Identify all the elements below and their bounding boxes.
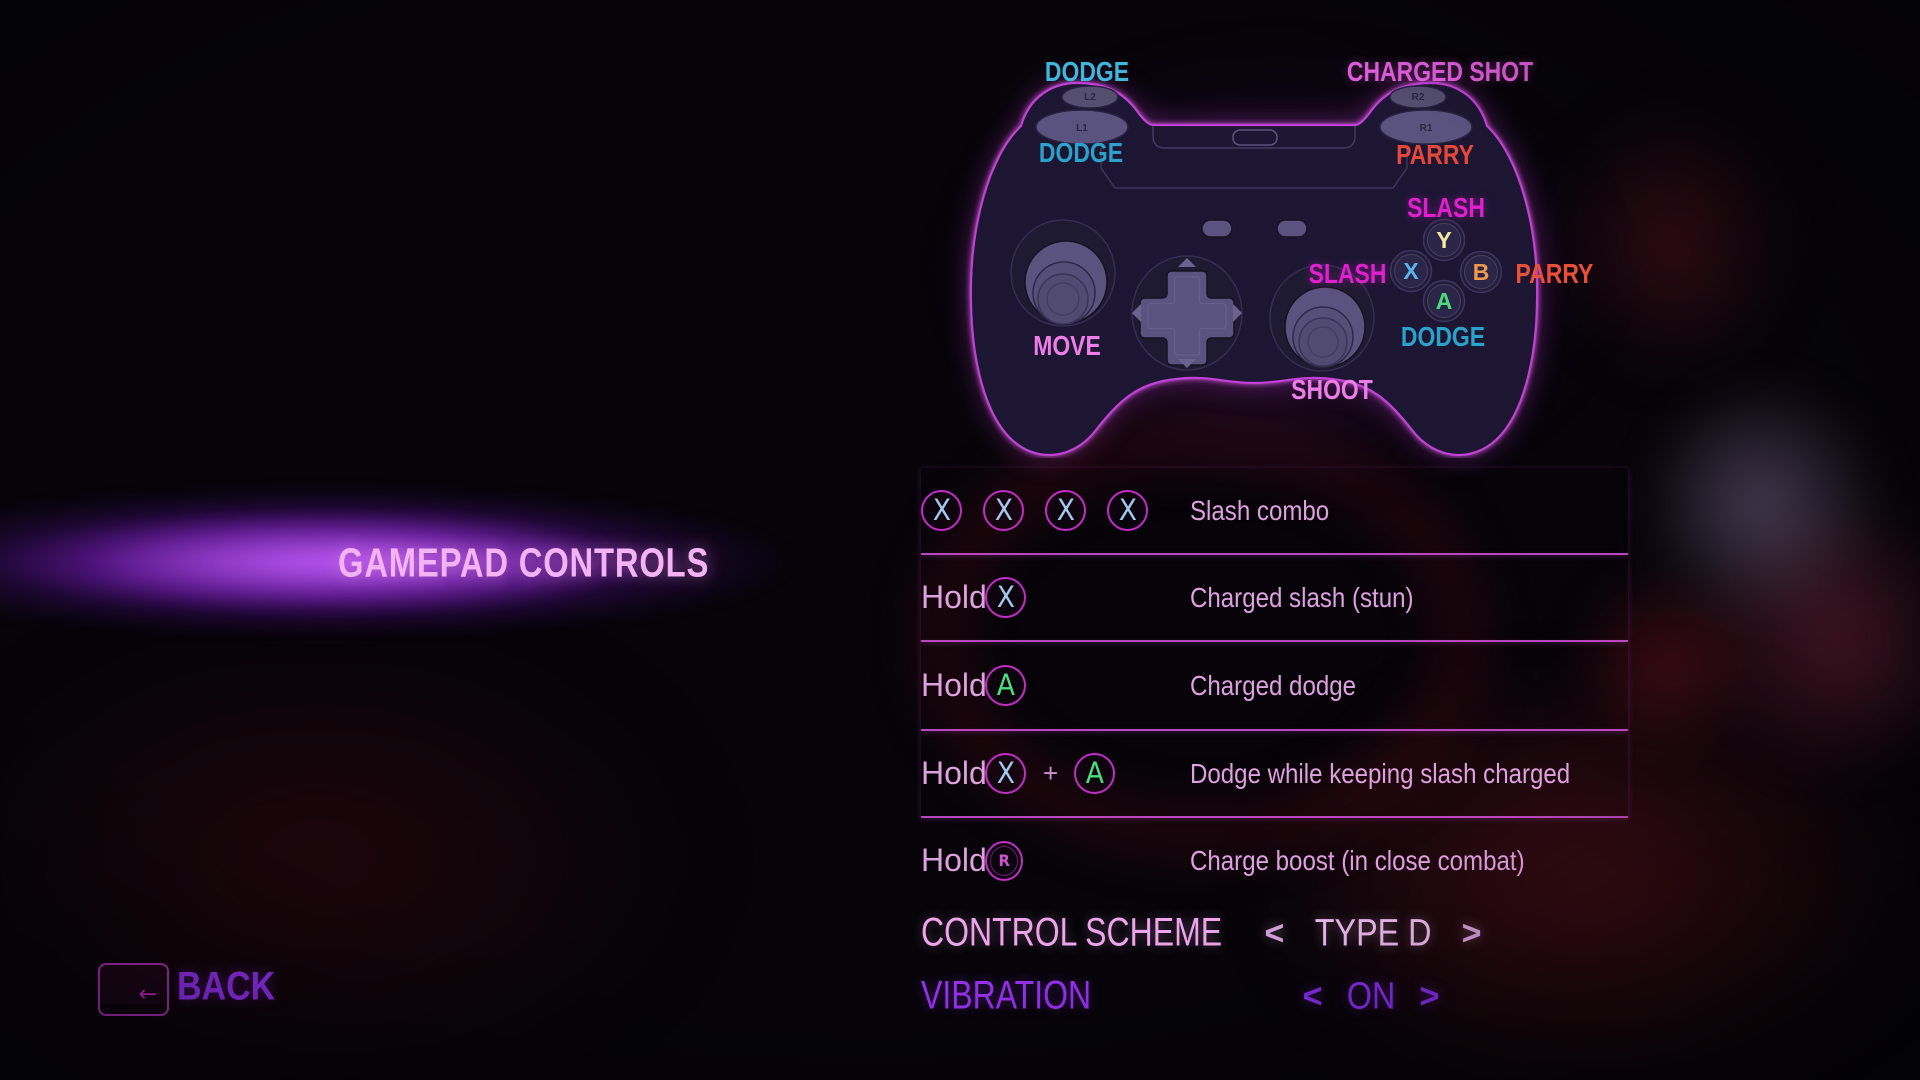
select-button [1201, 219, 1233, 238]
gamepad-diagram: L2 L1 R2 R1 [969, 81, 1539, 457]
a-button-icon: A [985, 665, 1026, 706]
d-pad [1131, 255, 1243, 371]
left-stick [1010, 219, 1116, 327]
vibration-stepper[interactable]: < ON > [1303, 976, 1440, 1019]
x-button-icon: X [1045, 490, 1086, 531]
back-button[interactable]: BACK [177, 964, 276, 1009]
x-button-icon: X [985, 577, 1026, 618]
page-title: GAMEPAD CONTROLS [338, 539, 710, 586]
x-button-icon: X [1107, 490, 1148, 531]
hold-label: Hold [921, 579, 987, 615]
x-button-letter: X [1403, 258, 1419, 284]
b-button-label: PARRY [1515, 258, 1594, 289]
backspace-arrow-icon: ← [138, 982, 157, 1007]
start-button [1276, 219, 1308, 238]
x-button-icon: X [921, 490, 962, 531]
next-arrow-icon[interactable]: > [1461, 914, 1482, 953]
background-art [1530, 70, 1820, 410]
binding-row-charge-boost: Hold R Charge boost (in close combat) [921, 818, 1628, 903]
right-trigger-top-label: CHARGED SHOT [1346, 56, 1534, 87]
binding-row-slash-combo: X X X X Slash combo [921, 468, 1628, 555]
a-button-label: DODGE [1400, 321, 1486, 352]
r-bumper-icon: R [985, 840, 1023, 881]
right-stick-label: SHOOT [1291, 374, 1373, 405]
r1-text: R1 [1420, 123, 1433, 134]
a-button-letter: A [1436, 288, 1453, 314]
bindings-list: X X X X Slash combo Hold X Charged slash… [921, 468, 1628, 903]
x-button-icon: X [983, 490, 1024, 531]
l2-text: L2 [1084, 92, 1096, 103]
plus-joiner: + [1043, 758, 1059, 788]
hold-label: Hold [921, 755, 987, 791]
back-key-icon[interactable]: ← [98, 963, 169, 1016]
binding-description: Charge boost (in close combat) [1190, 844, 1525, 876]
y-button-letter: Y [1436, 227, 1451, 253]
binding-row-charged-slash: Hold X Charged slash (stun) [921, 555, 1628, 642]
binding-row-charged-dodge: Hold A Charged dodge [921, 642, 1628, 731]
left-trigger-top-label: DODGE [1044, 56, 1130, 87]
binding-description: Slash combo [1190, 494, 1330, 526]
prev-arrow-icon[interactable]: < [1302, 977, 1323, 1016]
right-trigger-bottom-label: PARRY [1396, 139, 1474, 170]
l1-text: L1 [1076, 123, 1088, 134]
left-trigger-bottom-label: DODGE [1038, 137, 1124, 168]
left-stick-label: MOVE [1033, 330, 1101, 361]
x-button-label: SLASH [1308, 258, 1387, 289]
binding-description: Charged slash (stun) [1190, 581, 1414, 613]
hold-label: Hold [921, 842, 987, 878]
y-button-label: SLASH [1407, 192, 1485, 223]
a-button-icon: A [1074, 753, 1116, 794]
binding-description: Charged dodge [1190, 669, 1357, 701]
hold-label: Hold [921, 667, 987, 703]
control-scheme-value: TYPE D [1314, 912, 1432, 955]
vibration-label[interactable]: VIBRATION [921, 973, 1092, 1018]
x-button-icon: X [985, 753, 1026, 794]
r2-text: R2 [1412, 92, 1425, 103]
vibration-value: ON [1346, 975, 1396, 1018]
control-scheme-label[interactable]: CONTROL SCHEME [921, 910, 1223, 955]
binding-description: Dodge while keeping slash charged [1190, 757, 1571, 789]
binding-row-dodge-charged: Hold X + A Dodge while keeping slash cha… [921, 731, 1628, 818]
b-button-letter: B [1473, 259, 1490, 285]
next-arrow-icon[interactable]: > [1419, 977, 1440, 1016]
control-scheme-stepper[interactable]: < TYPE D > [1265, 913, 1482, 956]
prev-arrow-icon[interactable]: < [1264, 914, 1285, 953]
